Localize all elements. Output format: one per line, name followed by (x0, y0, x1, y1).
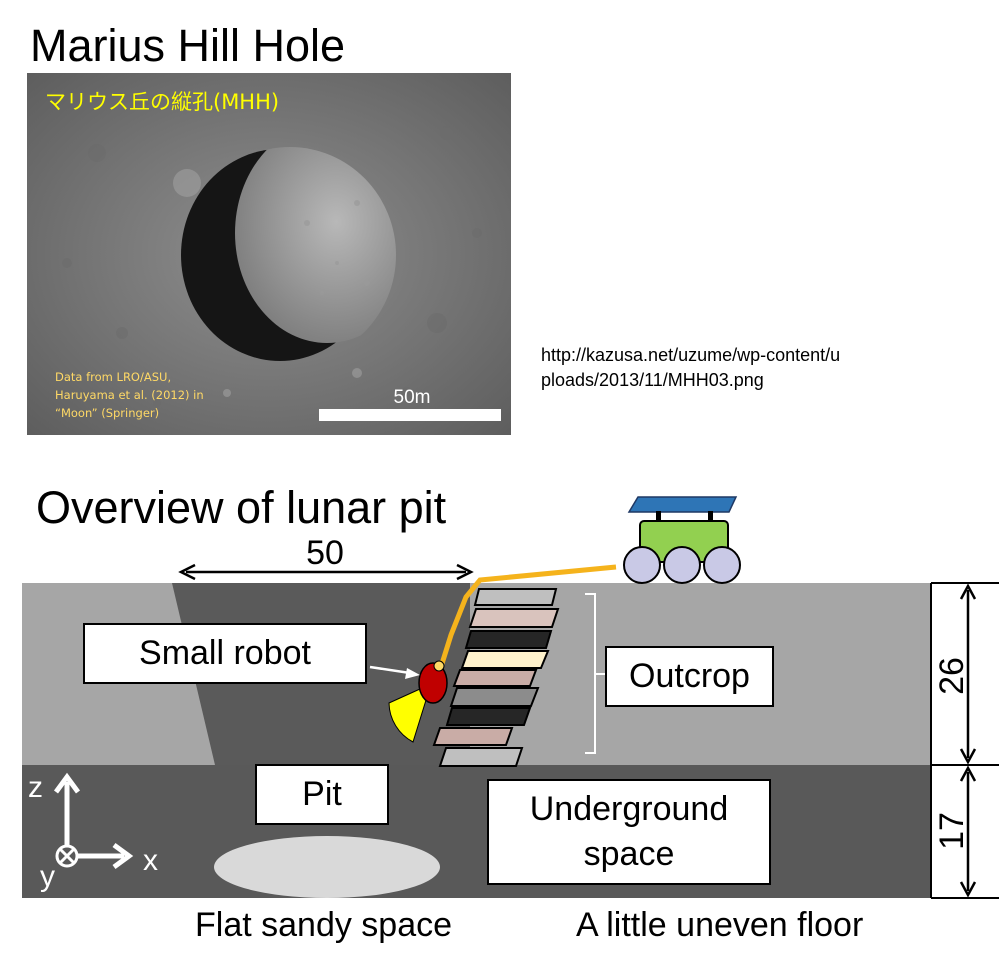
uneven-floor-caption: A little uneven floor (576, 906, 864, 944)
robot-pointer-arrow (369, 665, 411, 675)
sensor-fan (388, 683, 432, 743)
rover-wheel (623, 546, 661, 584)
flat-sandy-floor (214, 836, 440, 898)
scale-bar-label: 50m (394, 387, 431, 408)
z-axis-label: z (28, 771, 43, 804)
rover-wheel (703, 546, 741, 584)
photo-credit-line-2: Haruyama et al. (2012) in (55, 388, 204, 402)
axis-indicator: z x y (28, 771, 158, 893)
x-axis-label: x (143, 844, 158, 877)
outcrop-label-text: Outcrop (629, 657, 750, 695)
underground-space-label: Underground space (487, 779, 771, 885)
page-title: Marius Hill Hole (30, 20, 346, 71)
small-crater (173, 169, 201, 197)
flat-sandy-space-caption: Flat sandy space (195, 906, 453, 944)
outcrop-label: Outcrop (605, 646, 774, 707)
scale-bar (319, 409, 501, 421)
height-lower-label: 17 (933, 812, 971, 850)
pit-label: Pit (255, 764, 389, 825)
photo-credit-line-3: “Moon” (Springer) (55, 406, 159, 420)
width-label: 50 (306, 534, 344, 572)
small-robot-label: Small robot (83, 623, 367, 684)
height-upper-label: 26 (933, 657, 971, 695)
y-axis-label: y (40, 860, 55, 893)
rover-wheel (663, 546, 701, 584)
pit-label-text: Pit (302, 775, 342, 813)
small-robot-label-text: Small robot (139, 634, 311, 672)
photo-credit-line-1: Data from LRO/ASU, (55, 370, 171, 384)
source-url: http://kazusa.net/uzume/wp-content/uploa… (541, 345, 841, 390)
marius-hill-hole-photo: マリウス丘の縦孔(MHH) Data from LRO/ASU, Haruyam… (27, 73, 511, 435)
lunar-pit-diagram: 50 26 17 z x y (22, 496, 999, 899)
small-robot (418, 662, 448, 704)
rover (623, 496, 741, 584)
underground-layer (22, 765, 930, 898)
robot-winch (433, 660, 445, 672)
underground-space-label-text: Underground space (529, 790, 729, 873)
diagram-title: Overview of lunar pit (36, 482, 447, 533)
tether-cable (437, 564, 617, 671)
solar-panel (627, 496, 738, 513)
photo-overlay-title: マリウス丘の縦孔(MHH) (45, 90, 279, 114)
outcrop-strata (432, 588, 560, 767)
